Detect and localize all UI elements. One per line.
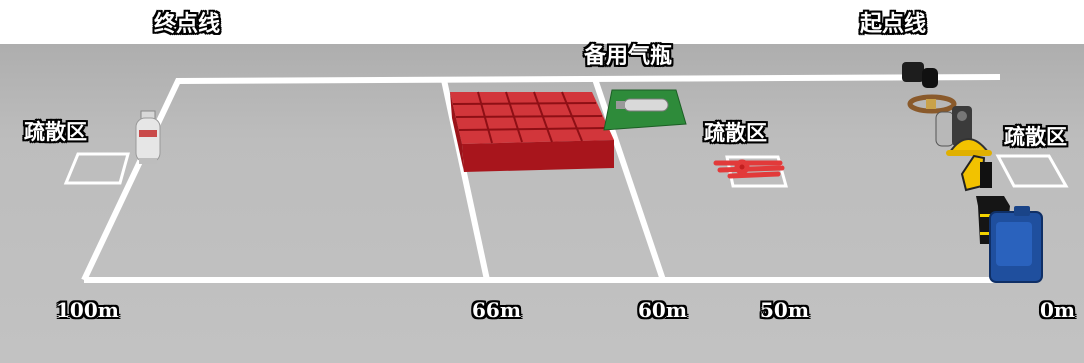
distance-0m: 0m	[1040, 298, 1076, 322]
evacuation-zone-right: 疏散区	[1004, 125, 1067, 149]
breathing-apparatus-icon	[935, 106, 972, 147]
evacuation-zone-left: 疏散区	[24, 120, 87, 144]
belt-icon	[907, 94, 957, 114]
water-tank-icon	[989, 206, 1043, 283]
distance-66m: 66m	[472, 298, 521, 322]
evac-square-right	[995, 154, 1069, 188]
field-lines	[81, 74, 1010, 283]
equipment-box-icon	[450, 91, 614, 172]
line-66m	[441, 79, 490, 281]
evacuation-zone-middle: 疏散区	[704, 121, 767, 145]
spare-cylinder-board-icon	[603, 89, 687, 131]
boots-icon	[960, 154, 992, 192]
distance-100m: 100m	[56, 298, 119, 322]
evac-square-left	[63, 152, 130, 185]
distance-60m: 60m	[638, 298, 687, 322]
gas-cylinder-icon	[135, 110, 161, 164]
start-line-title: 起点线	[860, 12, 927, 37]
line-60m	[592, 78, 666, 281]
finish-line-title: 终点线	[154, 12, 221, 37]
spare-cylinder-label: 备用气瓶	[584, 44, 673, 69]
helmet-icon	[946, 138, 992, 156]
gloves-icon	[902, 62, 938, 88]
hose-icon	[713, 159, 785, 179]
distance-50m: 50m	[760, 298, 809, 322]
